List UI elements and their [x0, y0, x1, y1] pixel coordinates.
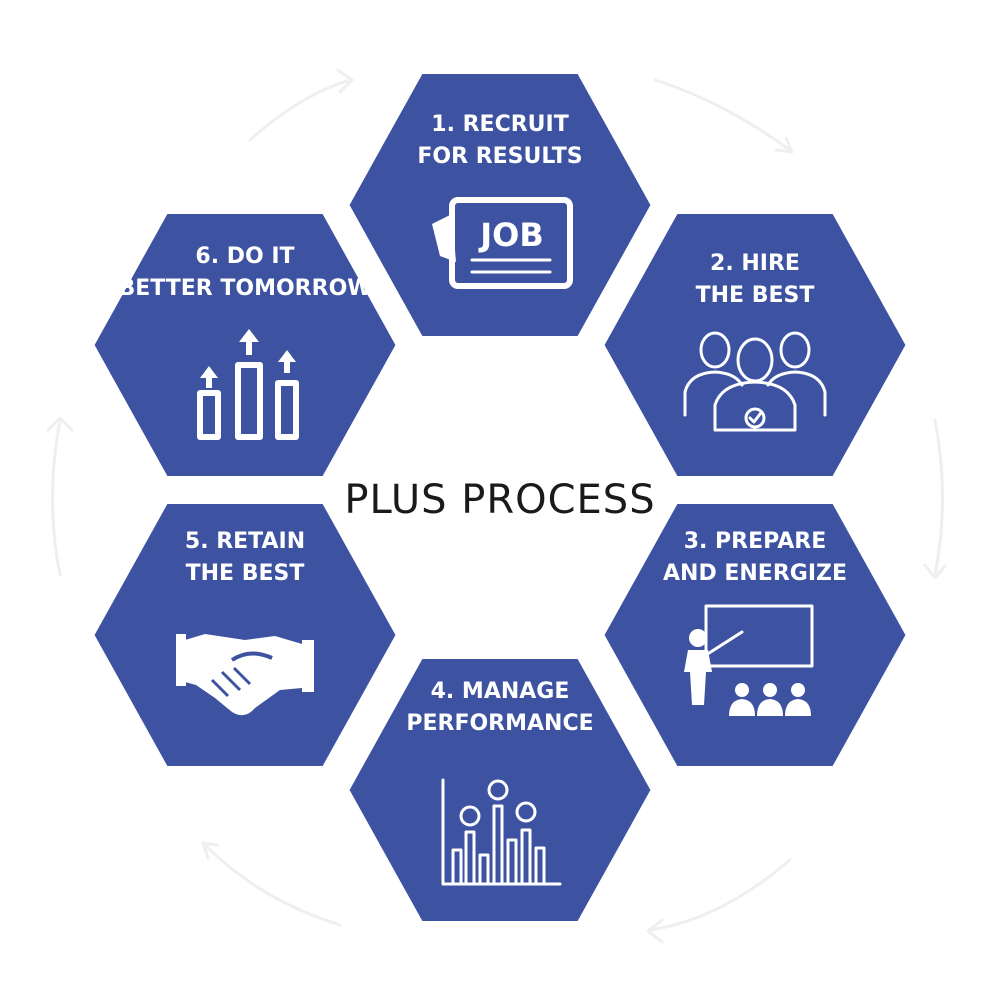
step-3-prepare-and-energize: 3. PREPARE AND ENERGIZE: [596, 496, 914, 774]
growth-bars-icon: [197, 329, 299, 440]
step-2-title-line-1: 2. HIRE: [710, 251, 800, 276]
step-6-title-line-2: BETTER TOMORROW: [118, 276, 371, 301]
step-2-title-line-2: THE BEST: [696, 283, 815, 308]
step-6-do-it-better-tomorrow: 6. DO IT BETTER TOMORROW: [86, 206, 404, 484]
step-4-title-line-2: PERFORMANCE: [406, 711, 593, 736]
step-2-hire-the-best: 2. HIRE THE BEST: [596, 206, 914, 484]
hexagon-shape: [341, 66, 659, 344]
step-4-title-line-1: 4. MANAGE: [431, 679, 570, 704]
cycle-arrow-left: [46, 416, 74, 577]
step-1-title-line-2: FOR RESULTS: [417, 144, 582, 169]
hexagon-shape: [596, 206, 914, 484]
team-group-icon: [683, 331, 827, 432]
cycle-arrow-bottom-right: [646, 858, 792, 944]
cycle-arrow-top-left: [248, 68, 354, 142]
step-5-retain-the-best: 5. RETAIN THE BEST: [86, 496, 404, 774]
step-1-recruit-for-results: 1. RECRUIT FOR RESULTS JOB: [341, 66, 659, 344]
cycle-arrow-bottom-left: [201, 841, 342, 927]
presentation-training-icon: [684, 604, 814, 716]
step-5-title-line-1: 5. RETAIN: [185, 529, 305, 554]
performance-chart-icon: [441, 778, 562, 886]
hexagon-shape: [596, 496, 914, 774]
hexagon-shape: [341, 651, 659, 929]
cycle-arrow-right: [923, 418, 947, 580]
step-5-title-line-2: THE BEST: [186, 561, 305, 586]
step-4-manage-performance: 4. MANAGE PERFORMANCE: [341, 651, 659, 929]
job-listing-icon: JOB: [432, 197, 573, 289]
step-6-title-line-1: 6. DO IT: [195, 244, 294, 269]
handshake-icon: [176, 634, 314, 716]
cycle-arrows: [46, 68, 947, 944]
step-1-title-line-1: 1. RECRUIT: [431, 112, 568, 137]
center-title: PLUS PROCESS: [344, 477, 655, 523]
job-icon-text: JOB: [478, 216, 544, 254]
hexagon-shape: [86, 206, 404, 484]
step-3-title-line-2: AND ENERGIZE: [663, 561, 847, 586]
hexagon-shape: [86, 496, 404, 774]
cycle-arrow-top-right: [653, 78, 794, 154]
step-3-title-line-1: 3. PREPARE: [684, 529, 827, 554]
